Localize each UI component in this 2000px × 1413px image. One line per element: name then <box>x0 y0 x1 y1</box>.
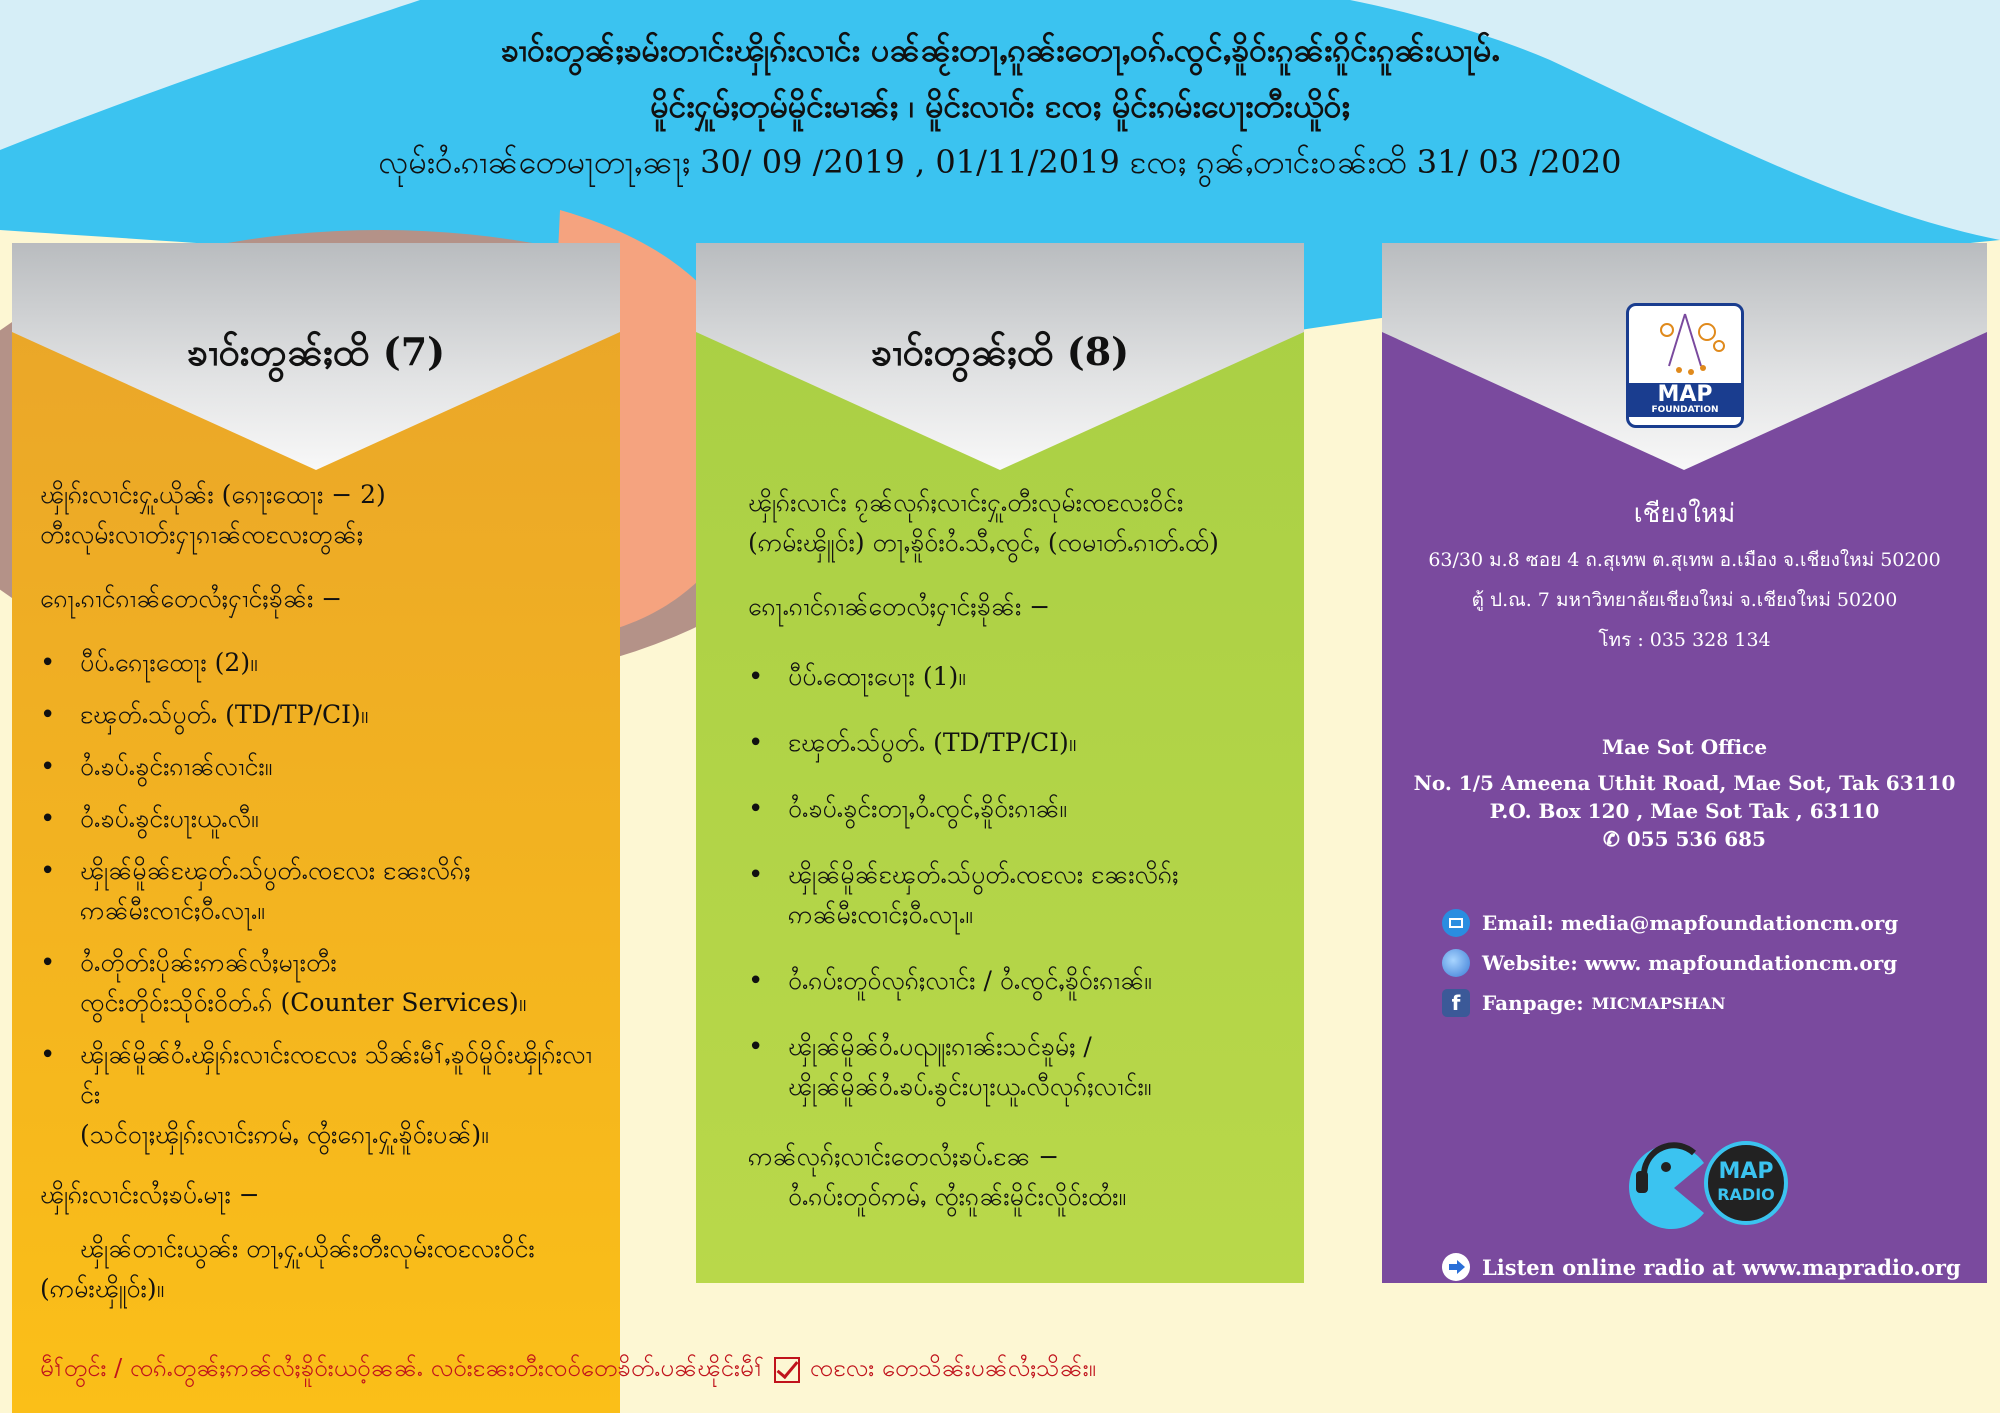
list-item: ၾိုၼ်မိူၼ်ၾႄတ်ႉသ်ပွတ်ႉၸလႄး ၼႄးလိၵ်ႈဢၼ်မီ… <box>40 851 610 931</box>
panel-step-7: ၶၢဝ်းတွၼ်ႈထိ (7) ၾိုၵ်းလၢင်းႁူႉယိုၼ်း (ၵ… <box>12 243 620 1413</box>
panel-step-8-place-text: ဝႆႉၵပ်းတူဝ်ဢမ်ႇ ၸွႆးၵူၼ်းမိူင်းလိူဝ်းထႆး… <box>788 1182 1127 1211</box>
list-item: ၾိုၼ်မိူၼ်ဝႆႉၾိုၵ်းလၢင်းၸလႄး သိၼ်းမဵၢ်ႇၶ… <box>40 1035 610 1155</box>
list-item: ဝႆႉၶပ်ႉၶွင်းတႃႇဝႆႉၸွင်ႇၶိူဝ်းၵၢၼ်။ <box>748 789 1288 829</box>
panel-step-7-list: ပီပ်ႉၵေႃးထေႃး (2)။ ၾႄတ်ႉသ်ပွတ်ႉ (TD/TP/C… <box>40 643 610 1155</box>
address-line-2: ตู้ ป.ณ. 7 มหาวิทยาลัยเชียงใหม่ จ.เชียงใ… <box>1471 589 1898 611</box>
list-item-text: ဝႆႉၵပ်းတူဝ်လုၵ်ႈလၢင်း / ဝႆႉၸွင်ႇၶိူဝ်းၵၢ… <box>788 966 1152 995</box>
fanpage-link[interactable]: f Fanpage: MICMAPSHAN <box>1442 983 1962 1023</box>
website-link[interactable]: Website: www. mapfoundationcm.org <box>1442 943 1962 983</box>
fanpage-value: MICMAPSHAN <box>1591 993 1726 1013</box>
list-item-text: ၸွင်းတိုဝ်းသိုဝ်းဝိတ်ႉၵ် (Counter Servic… <box>80 988 527 1017</box>
listen-online-link[interactable]: Listen online radio at www.mapradio.org <box>1442 1253 1961 1281</box>
list-item: ပီပ်ႉၵေႃးထေႃး (2)။ <box>40 643 610 683</box>
city-name: เชียงใหม่ <box>1633 499 1736 529</box>
list-item: ၾိုၼ်မိူၼ်ၾႄတ်ႉသ်ပွတ်ႉၸလႄး ၼႄးလိၵ်ႈဢၼ်မီ… <box>748 855 1288 935</box>
map-foundation-logo: MAP FOUNDATION <box>1626 303 1744 428</box>
list-item-text: ၾိုၼ်မိူၼ်ၾႄတ်ႉသ်ပွတ်ႉၸလႄး ၼႄးလိၵ်ႈ <box>80 856 471 885</box>
list-item-text: ပီပ်ႉၵေႃးထေႃး (2)။ <box>80 648 258 677</box>
list-item-text: ၾိုၼ်မိူၼ်ၾႄတ်ႉသ်ပွတ်ႉၸလႄး ၼႄးလိၵ်ႈ <box>788 860 1179 889</box>
panel-step-8-place-heading: ဢၼ်လုၵ်ႈလၢင်းတေလႆႈၶပ်ႉၼႄ − <box>748 1142 1060 1171</box>
logo-wordmark: MAP FOUNDATION <box>1629 383 1741 417</box>
panel-step-7-subheading: ၵေႃႉၵၢင်ၵၢၼ်တေလႆႈႁၢင်ႈၶိုၼ်း − <box>40 584 343 613</box>
email-text: Email: media@mapfoundationcm.org <box>1482 911 1899 935</box>
list-item-text: ဢၼ်မီးၸၢင်ႈဝီႉလႃႉ။ <box>788 900 973 929</box>
email-link[interactable]: Email: media@mapfoundationcm.org <box>1442 903 1962 943</box>
panel-step-8-body: ၾိုၵ်းလၢင်း ၵႂၼ်လုၵ်ႈလၢင်းႁူႉတီးလုမ်းၸလႄ… <box>748 483 1288 1217</box>
footer-text-before: မဵၢ်တွင်း / ၸၵ်ႉတွၼ်ႈဢၼ်လႆႈၶိူဝ်းယဝ့်ၼၼ်… <box>40 1354 764 1382</box>
fanpage-label: Fanpage: <box>1482 991 1584 1015</box>
list-item: ဝႆႉၶပ်ႉၶွင်းၵၢၼ်လၢင်း။ <box>40 747 610 787</box>
list-item-text: ဝႆႉၶပ်ႉၶွင်းပႃးယူႉလီ။ <box>80 804 259 833</box>
header: ၶၢဝ်းတွၼ်ႈၶမ်းတၢင်းၾိုၵ်းလၢင်း ပၼ်ၼႂ်းတႃ… <box>0 22 2000 190</box>
globe-icon <box>1442 949 1470 977</box>
footer-note: မဵၢ်တွင်း / ၸၵ်ႉတွၼ်ႈဢၼ်လႆႈၶိူဝ်းယဝ့်ၼၼ်… <box>40 1352 1096 1388</box>
email-icon <box>1442 909 1470 937</box>
list-item-text: (သင်ဝႃႈၾိုၵ်းလၢင်းဢမ်ႇ ၸွႆးၵေႃႉႁူႉၶိူဝ်း… <box>80 1120 489 1149</box>
list-item: ၾႄတ်ႉသ်ပွတ်ႉ (TD/TP/CI)။ <box>748 723 1288 763</box>
footer-text-after: ၸလႄး တေသိၼ်းပၼ်လႆႈသိၼ်း။ <box>809 1354 1096 1382</box>
list-item-text: ဝႆႉၶပ်ႉၶွင်းတႃႇဝႆႉၸွင်ႇၶိူဝ်းၵၢၼ်။ <box>788 794 1067 823</box>
panel-step-7-place-text: ၾိုၼ်တၢင်းယွၼ်း တႃႇႁူႉယိုၼ်းတီးလုမ်းၸလႄး… <box>80 1234 535 1263</box>
radio-headphones-icon <box>1629 1141 1788 1229</box>
panel-step-7-title: ၶၢဝ်းတွၼ်ႈထိ (7) <box>186 329 446 374</box>
list-item: ဝႆႉၶပ်ႉၶွင်းပႃးယူႉလီ။ <box>40 799 610 839</box>
website-text: Website: www. mapfoundationcm.org <box>1482 951 1898 975</box>
panel-step-8-subheading: ၵေႃႉၵၢင်ၵၢၼ်တေလႆႈႁၢင်ႈၶိုၼ်း − <box>748 592 1051 621</box>
listen-text: Listen online radio at www.mapradio.org <box>1482 1254 1961 1280</box>
contact-links: Email: media@mapfoundationcm.org Website… <box>1442 903 1962 1023</box>
logo-art-icon <box>1660 313 1725 375</box>
header-dates: လုမ်းဝႆႉၵၢၼ်တေမႃတႃႇၼႃႈ 30/ 09 /2019 , 01… <box>378 143 1622 181</box>
list-item-text: ၾႄတ်ႉသ်ပွတ်ႉ (TD/TP/CI)။ <box>788 728 1077 757</box>
list-item-text: ဝႆႉတိုတ်းပိုၼ်းဢၼ်လႆႈမႃးတီး <box>80 948 337 977</box>
panel-step-7-body: ၾိုၵ်းလၢင်းႁူႉယိုၼ်း (ၵေႃးထေႃး − 2) တီးလ… <box>40 475 610 1309</box>
panel-step-8: ၶၢဝ်းတွၼ်ႈထိ (8) ၾိုၵ်းလၢင်း ၵႂၼ်လုၵ်ႈလၢ… <box>696 243 1304 1283</box>
panel-step-8-title: ၶၢဝ်းတွၼ်ႈထိ (8) <box>870 329 1130 374</box>
list-item-text: ဝႆႉၶပ်ႉၶွင်းၵၢၼ်လၢင်း။ <box>80 752 273 781</box>
panel-step-7-intro1: ၾိုၵ်းလၢင်းႁူႉယိုၼ်း (ၵေႃးထေႃး − 2) <box>40 480 386 509</box>
panel-step-8-intro2: (ဢမ်းၾိူဝ်း) တႃႇၶိူဝ်းဝႆႉသီႇၸွင်ႇ (ၸမၢတ်… <box>748 528 1219 557</box>
panel-step-8-intro1: ၾိုၵ်းလၢင်း ၵႂၼ်လုၵ်ႈလၢင်းႁူႉတီးလုမ်းၸလႄ… <box>748 488 1184 517</box>
checkbox-icon <box>773 1357 800 1383</box>
panel-step-7-intro2: တီးလုမ်းလၢတ်းႁႃၵၢၼ်ၸလႄးတွၼ်ႈ <box>40 520 364 549</box>
facebook-icon: f <box>1442 989 1470 1017</box>
office-address-1: No. 1/5 Ameena Uthit Road, Mae Sot, Tak … <box>1413 771 1956 795</box>
list-item: ဝႆႉတိုတ်းပိုၼ်းဢၼ်လႆႈမႃးတီးၸွင်းတိုဝ်းသိ… <box>40 943 610 1023</box>
radio-logo-line1: MAP <box>1718 1159 1774 1184</box>
office-address-2: P.O. Box 120 , Mae Sot Tak , 63110 <box>1489 799 1880 823</box>
list-item-text: ၾိုၼ်မိူၼ်ဝႆႉပၺူးၵၢၼ်းသင်ၶူမ်ႈ / <box>788 1032 1092 1061</box>
list-item: ပီပ်ႉထေႃးပေႃး (1)။ <box>748 657 1288 697</box>
address-phone: โทร : 035 328 134 <box>1598 629 1771 651</box>
panel-step-7-place-heading: ၾိုၵ်းလၢင်းလႆႈၶပ်ႉမႃး − <box>40 1180 260 1209</box>
header-title: ၶၢဝ်းတွၼ်ႈၶမ်းတၢင်းၾိုၵ်းလၢင်း ပၼ်ၼႂ်းတႃ… <box>500 31 1500 69</box>
header-subtitle: မိူင်းႁူမ်ႈတုမ်မိူင်းမၢၼ်ႈ ၊ မိူင်းလၢဝ်း… <box>650 87 1350 125</box>
contact-panel: MAP FOUNDATION เชียงใหม่ 63/30 ม.8 ซอย 4… <box>1382 243 1987 1283</box>
list-item: ၾိုၼ်မိူၼ်ဝႆႉပၺူးၵၢၼ်းသင်ၶူမ်ႈ / ၾိုၼ်မိူ… <box>748 1027 1288 1107</box>
list-item-text: ဢၼ်မီးၸၢင်ႈဝီႉလႃႉ။ <box>80 896 265 925</box>
list-item-text: ၾိုၼ်မိူၼ်ဝႆႉၶပ်ႉၶွင်းပႃးယူႉလီလုၵ်ႈလၢင်း… <box>788 1072 1152 1101</box>
list-item-text: ပီပ်ႉထေႃးပေႃး (1)။ <box>788 662 966 691</box>
list-item-text: ၾႄတ်ႉသ်ပွတ်ႉ (TD/TP/CI)။ <box>80 700 369 729</box>
logo-sub-text: FOUNDATION <box>1651 405 1719 415</box>
list-item: ၾႄတ်ႉသ်ပွတ်ႉ (TD/TP/CI)။ <box>40 695 610 735</box>
office-phone: ✆ 055 536 685 <box>1603 827 1766 851</box>
map-radio-logo: MAP RADIO <box>1622 1133 1802 1233</box>
logo-main-text: MAP <box>1657 382 1713 407</box>
list-item-text: ၾိုၼ်မိူၼ်ဝႆႉၾိုၵ်းလၢင်းၸလႄး သိၼ်းမဵၢ်ႇၶ… <box>80 1040 592 1109</box>
panel-step-7-place-text2: (ဢမ်းၾိူဝ်း)။ <box>40 1274 165 1303</box>
list-item: ဝႆႉၵပ်းတူဝ်လုၵ်ႈလၢင်း / ဝႆႉၸွင်ႇၶိူဝ်းၵၢ… <box>748 961 1288 1001</box>
address-line-1: 63/30 ม.8 ซอย 4 ถ.สุเทพ ต.สุเทพ อ.เมือง … <box>1428 549 1941 571</box>
radio-logo-line2: RADIO <box>1717 1185 1775 1204</box>
arrow-right-icon <box>1442 1253 1470 1281</box>
panel-step-8-list: ပီပ်ႉထေႃးပေႃး (1)။ ၾႄတ်ႉသ်ပွတ်ႉ (TD/TP/C… <box>748 657 1288 1107</box>
office-title: Mae Sot Office <box>1601 735 1768 759</box>
